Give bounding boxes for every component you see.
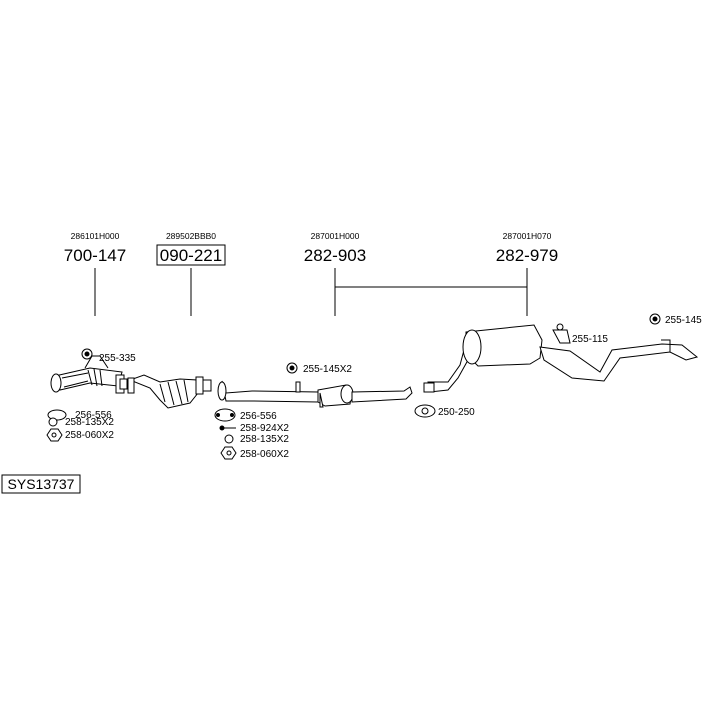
fitting-label-258-924x2[interactable]: 258-924X2 [240,423,289,434]
catalytic-converter [127,374,212,409]
fitting-label-250-250[interactable]: 250-250 [438,407,475,418]
part-number-700-147[interactable]: 700-147 [64,246,126,265]
fitting-label-256-556[interactable]: 256-556 [240,411,277,422]
system-code-box [1,474,81,494]
fitting-label-255-145x2[interactable]: 255-145X2 [303,364,352,375]
system-code: SYS13737 [8,476,75,492]
gasket-icon [214,408,236,422]
middle-pipe [217,380,413,408]
oem-number-090-221: 289502BBB0 [166,231,216,241]
part-number-282-979[interactable]: 282-979 [496,246,558,265]
fitting-label-256-556[interactable]: 256-556 [75,410,112,421]
washer-icon [224,434,234,444]
washer-icon [48,417,58,427]
fitting-label-255-335[interactable]: 255-335 [99,353,136,364]
oem-number-282-979: 287001H070 [503,231,552,241]
part-number-box [156,244,226,266]
rear-muffler [423,324,699,393]
front-pipe [50,355,128,394]
fitting-icons [46,313,661,460]
fitting-label-255-145[interactable]: 255-145 [665,315,702,326]
fitting-label-258-135x2[interactable]: 258-135X2 [65,417,114,428]
fitting-label-255-115[interactable]: 255-115 [572,334,608,345]
part-number-282-903[interactable]: 282-903 [304,246,366,265]
fitting-label-258-135x2[interactable]: 258-135X2 [240,434,289,445]
fitting-label-258-060x2[interactable]: 258-060X2 [65,430,114,441]
oem-number-700-147: 286101H000 [71,231,120,241]
leader-lines [94,268,528,316]
oem-number-282-903: 287001H000 [311,231,360,241]
bracket-icon [552,329,571,344]
fitting-label-258-060x2[interactable]: 258-060X2 [240,449,289,460]
part-number-090-221[interactable]: 090-221 [160,246,222,265]
